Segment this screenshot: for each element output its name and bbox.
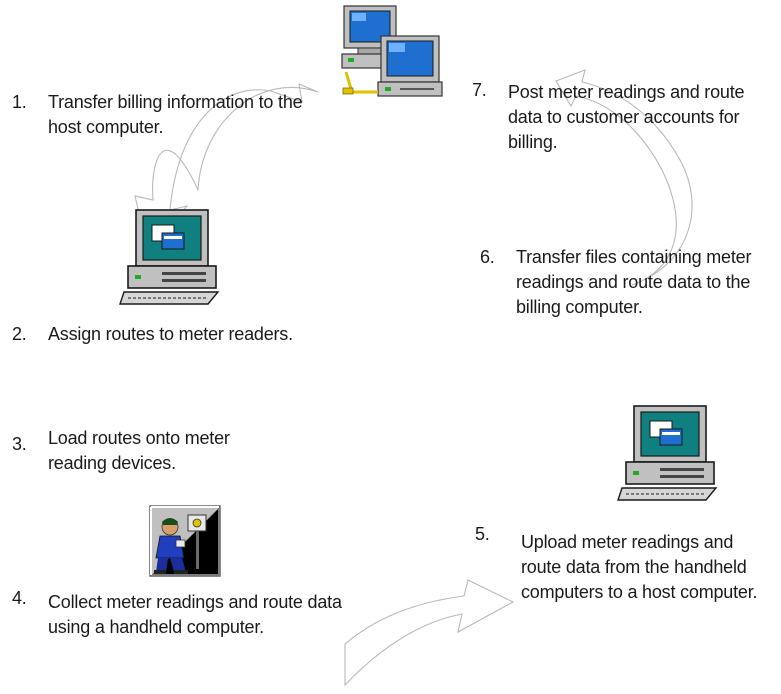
step-text: Transfer files containing meter readings… <box>516 247 752 317</box>
step-number: 3. <box>12 434 27 454</box>
step-number: 4. <box>12 588 27 608</box>
arrow-handheld-to-host <box>344 579 515 687</box>
step-number: 6. <box>480 247 495 267</box>
arrow-host-to-desktop <box>134 83 319 252</box>
step-text: Assign routes to meter readers. <box>48 324 293 344</box>
arrow-transfer-to-post <box>555 69 693 286</box>
step-text: Post meter readings and route data to cu… <box>508 82 745 152</box>
step-text: Collect meter readings and route data us… <box>48 592 342 637</box>
step-number: 5. <box>475 524 490 544</box>
step-text: Load routes onto meter reading devices. <box>48 428 230 473</box>
step-text: Upload meter readings and route data fro… <box>521 532 758 602</box>
step-text: Transfer billing information to the host… <box>48 92 303 137</box>
step-number: 1. <box>12 92 27 112</box>
step-number: 7. <box>472 80 487 100</box>
step-number: 2. <box>12 324 27 344</box>
